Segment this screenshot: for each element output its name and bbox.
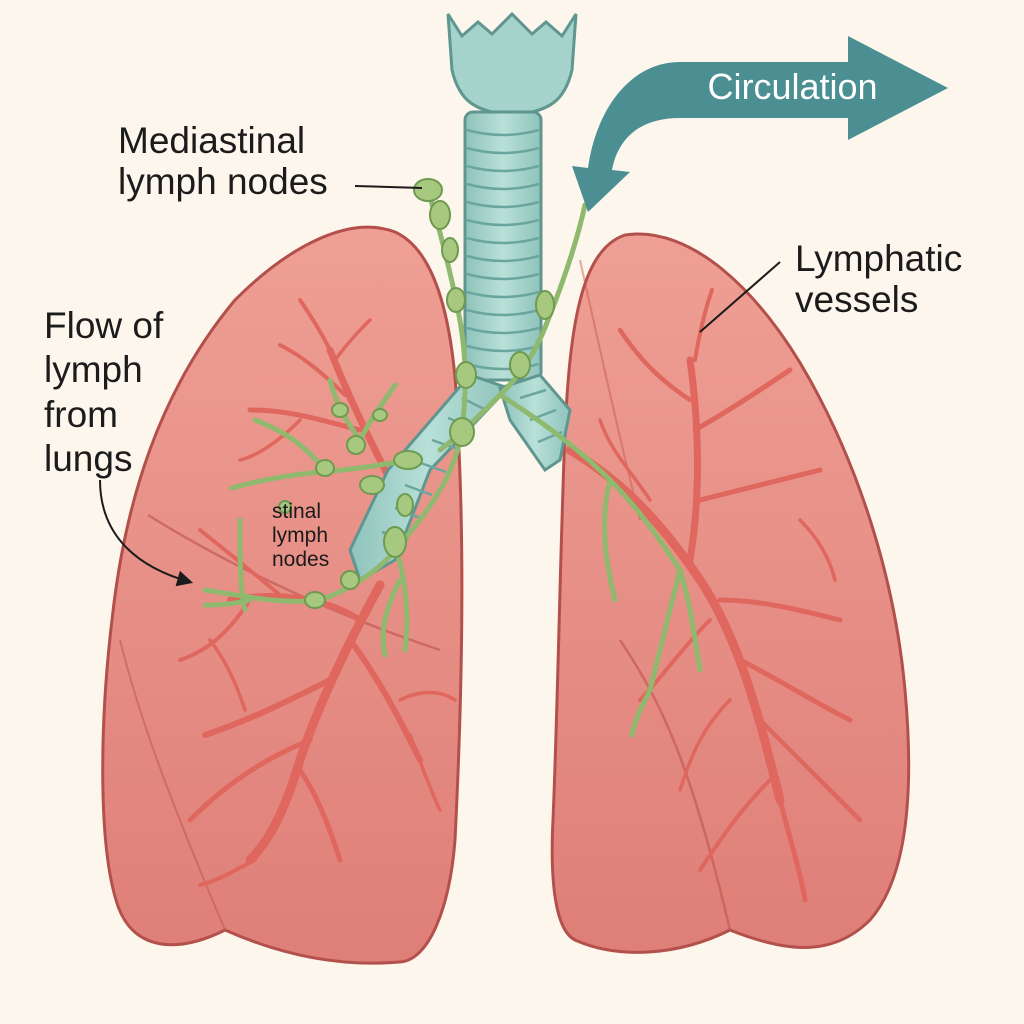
left-lung-fissure (147, 513, 441, 652)
lymphatic-label-line-2: vessels (795, 279, 919, 321)
inner-label-line-3: nodes (272, 548, 330, 572)
flow-arrow (99, 479, 194, 587)
left-bronchial-tree (178, 298, 457, 887)
flow-label-line-4: lungs (44, 438, 133, 480)
mediastinal-leader-line (354, 185, 423, 189)
mediastinal-label-line-1: Mediastinal (118, 120, 306, 161)
right-lung-shape (550, 232, 911, 954)
lymphatic-label-line-1: Lymphatic (795, 238, 963, 279)
trachea (348, 11, 578, 583)
larynx (446, 11, 578, 117)
flow-label-line-3: from (44, 393, 118, 435)
right-lung-lobe-edge (579, 259, 641, 521)
flow-of-lymph-label: Flow of lymph from lungs (44, 304, 163, 482)
inner-label-line-2: lymph (272, 524, 329, 548)
inner-label-line-1: stinal (272, 500, 322, 523)
circulation-label: Circulation (707, 66, 878, 107)
circulation-arrow-shape (572, 36, 948, 212)
lymphatic-vessels-label: Lymphatic vessels (795, 238, 962, 321)
flow-label-line-1: Flow of (44, 305, 164, 346)
mediastinal-lymph-nodes-label: Mediastinal lymph nodes (118, 120, 328, 203)
circulation-arrow (572, 36, 948, 212)
mediastinal-label-line-2: lymph nodes (118, 161, 328, 203)
lymphatic-leader-line (699, 261, 781, 333)
lymph-nodes (278, 178, 555, 609)
mediastinal-node-top (413, 178, 443, 202)
right-main-bronchus (498, 373, 572, 473)
flow-label-line-2: lymph (44, 349, 143, 391)
inner-lymph-nodes-label: stinal lymph nodes (272, 500, 329, 572)
right-lung (550, 232, 911, 954)
right-lung-fissure (618, 639, 732, 931)
